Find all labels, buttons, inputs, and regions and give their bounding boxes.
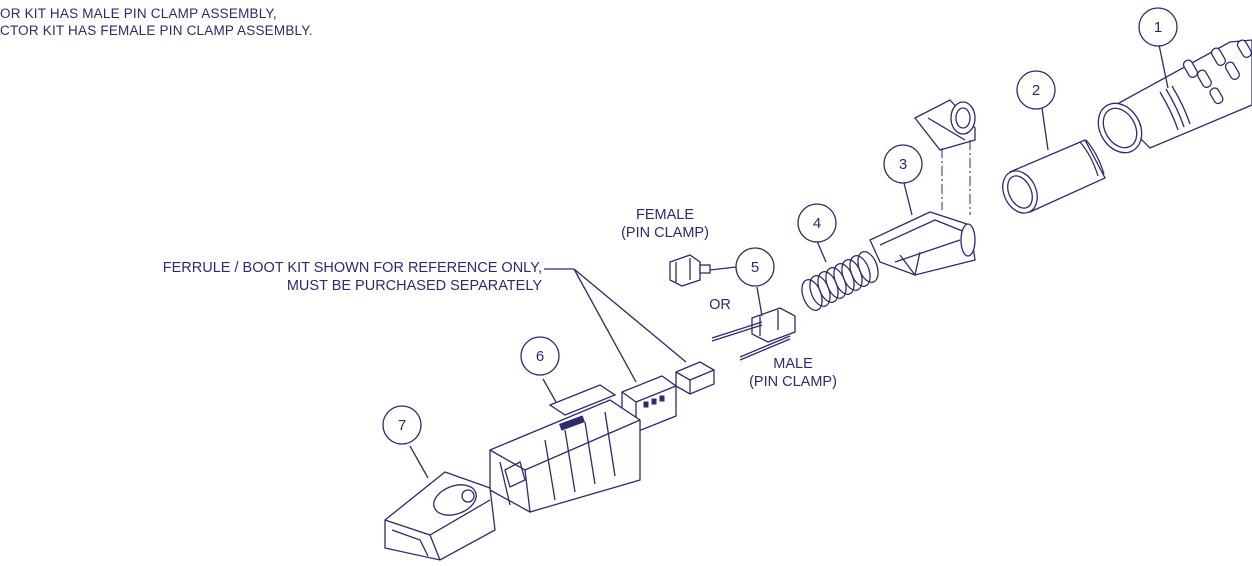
male-pin-clamp-label: (PIN CLAMP) [749,374,837,390]
balloon-2: 2 [1016,70,1056,110]
part-6-connector-body [489,378,641,513]
balloon-number-6: 6 [536,348,544,365]
balloon-number-7: 7 [398,417,406,434]
balloon-6: 6 [520,336,560,376]
balloon-number-1: 1 [1154,19,1162,36]
female-pin-clamp-label: (PIN CLAMP) [621,225,709,241]
part-2-crimp-sleeve [1002,107,1106,214]
part-5-pin-clamp [669,254,796,361]
note-line-1: OR KIT HAS MALE PIN CLAMP ASSEMBLY, [0,6,277,21]
part-1-coupling-sleeve [1097,39,1252,154]
balloon-5: 5 [735,247,775,287]
balloon-number-2: 2 [1032,82,1040,99]
part-7-end-cap [384,445,496,561]
female-label: FEMALE [635,207,694,223]
note-line-2: CTOR KIT HAS FEMALE PIN CLAMP ASSEMBLY. [0,23,313,38]
balloon-3: 3 [883,144,923,184]
balloon-number-4: 4 [813,215,821,232]
balloon-7: 7 [382,405,422,445]
or-label: OR [709,297,731,313]
part-4-spring [801,240,879,311]
balloon-1: 1 [1138,7,1178,47]
balloon-number-5: 5 [751,259,759,276]
balloon-4: 4 [797,203,837,243]
part-3-inner-housing [869,99,976,277]
balloon-number-3: 3 [899,156,907,173]
ferrule-boot-label-line-2: MUST BE PURCHASED SEPARATELY [286,278,542,294]
ferrule-boot-label-line-1: FERRULE / BOOT KIT SHOWN FOR REFERENCE O… [162,260,542,276]
male-label: MALE [773,356,813,372]
ferrule-boot-kit [544,268,715,433]
